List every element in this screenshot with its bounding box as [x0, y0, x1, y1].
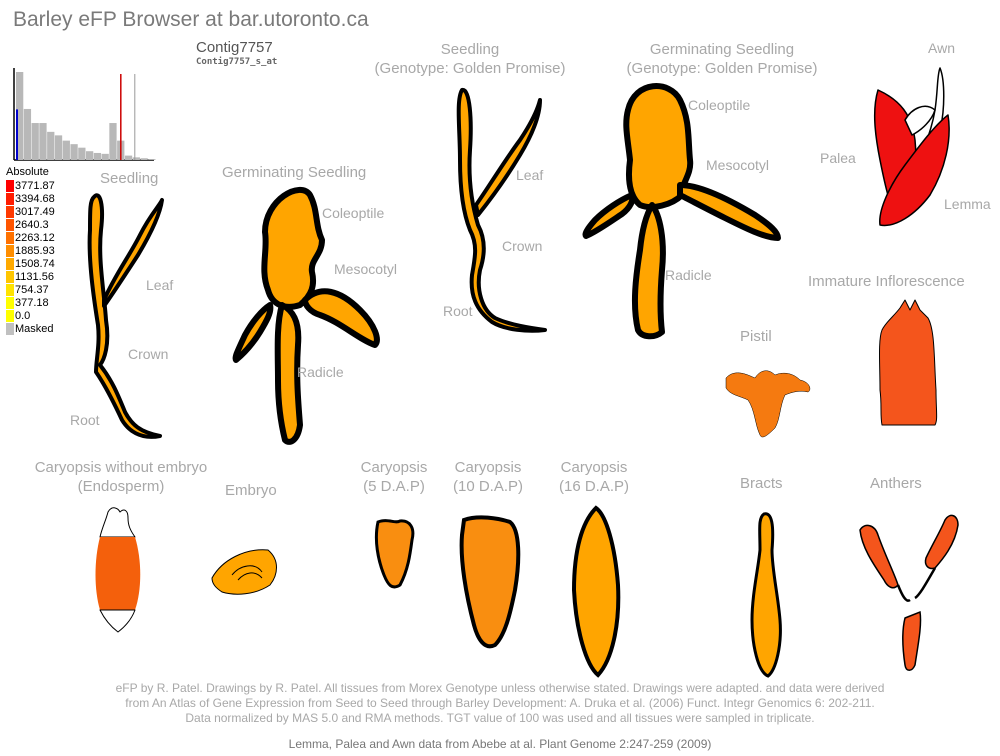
seedling-gp-drawing[interactable]: [459, 90, 545, 331]
footer-citation: Lemma, Palea and Awn data from Abebe at …: [0, 737, 1000, 751]
legend-entry: 3394.68: [6, 192, 62, 205]
legend-swatch: [6, 297, 14, 309]
legend-header: Absolute: [6, 166, 62, 179]
legend-swatch: [6, 258, 14, 270]
header-caryopsis-without-embryo: Caryopsis without embryo (Endosperm): [14, 458, 228, 496]
label-root: Root: [70, 412, 100, 428]
legend-swatch: [6, 323, 14, 335]
germinating-seedling-drawing[interactable]: [235, 190, 376, 442]
legend-swatch: [6, 284, 14, 296]
embryo-drawing[interactable]: [212, 550, 277, 594]
legend-value: 1885.93: [15, 245, 55, 257]
header-caryopsis-16dap: Caryopsis (16 D.A.P): [550, 458, 638, 496]
legend-entry: 0.0: [6, 309, 62, 322]
label-palea: Palea: [820, 150, 856, 166]
legend-swatch: [6, 310, 14, 322]
label-germinating-seedling: Germinating Seedling: [222, 164, 366, 181]
header-seedling-gp: Seedling (Genotype: Golden Promise): [356, 40, 584, 78]
legend-swatch: [6, 206, 14, 218]
caryopsis-endosperm-drawing[interactable]: [96, 508, 141, 632]
legend-entry: 3771.87: [6, 179, 62, 192]
label-mesocotyl-gp: Mesocotyl: [706, 157, 769, 173]
label-crown-gp: Crown: [502, 238, 542, 254]
legend-value: 377.18: [15, 297, 49, 309]
label-mesocotyl: Mesocotyl: [334, 261, 397, 277]
footer-credits: eFP by R. Patel. Drawings by R. Patel. A…: [0, 681, 1000, 726]
caryopsis-16dap-drawing[interactable]: [574, 508, 618, 675]
legend-value: Masked: [15, 323, 54, 335]
legend-entry: 3017.49: [6, 205, 62, 218]
legend-entry: Masked: [6, 322, 62, 335]
label-seedling: Seedling: [100, 170, 158, 187]
legend-value: 3771.87: [15, 180, 55, 192]
legend-swatch: [6, 193, 14, 205]
legend-value: 754.37: [15, 284, 49, 296]
legend-value: 1131.56: [15, 271, 54, 283]
label-bracts: Bracts: [740, 475, 783, 492]
legend-entry: 377.18: [6, 296, 62, 309]
legend-value: 1508.74: [15, 258, 55, 270]
label-pistil: Pistil: [740, 328, 772, 345]
label-coleoptile: Coleoptile: [322, 205, 384, 221]
legend-swatch: [6, 245, 14, 257]
legend-value: 2640.3: [15, 219, 49, 231]
label-embryo: Embryo: [225, 482, 277, 499]
awn-palea-lemma-drawing[interactable]: [875, 68, 949, 225]
header-caryopsis-5dap: Caryopsis (5 D.A.P): [352, 458, 436, 496]
legend-swatch: [6, 180, 14, 192]
legend-entry: 1131.56: [6, 270, 62, 283]
legend-value: 3394.68: [15, 193, 55, 205]
legend-entry: 1508.74: [6, 257, 62, 270]
legend-entry: 1885.93: [6, 244, 62, 257]
pistil-drawing[interactable]: [726, 371, 810, 437]
label-anthers: Anthers: [870, 475, 922, 492]
legend-entry: 754.37: [6, 283, 62, 296]
label-lemma: Lemma: [944, 196, 991, 212]
label-crown: Crown: [128, 346, 168, 362]
germinating-seedling-gp-drawing[interactable]: [585, 86, 778, 336]
caryopsis-5dap-drawing[interactable]: [376, 521, 412, 587]
legend-value: 2263.12: [15, 232, 55, 244]
label-radicle-gp: Radicle: [665, 267, 712, 283]
bracts-drawing[interactable]: [752, 514, 780, 676]
label-leaf-gp: Leaf: [516, 167, 543, 183]
header-caryopsis-10dap: Caryopsis (10 D.A.P): [446, 458, 530, 496]
legend-entry: 2263.12: [6, 231, 62, 244]
legend-entry: 2640.3: [6, 218, 62, 231]
label-awn: Awn: [928, 40, 955, 56]
immature-inflorescence-drawing[interactable]: [880, 300, 937, 425]
label-immature-inflorescence: Immature Inflorescence: [808, 273, 965, 290]
anthers-drawing[interactable]: [860, 515, 958, 670]
legend-swatch: [6, 219, 14, 231]
label-radicle: Radicle: [297, 364, 344, 380]
legend-swatch: [6, 271, 14, 283]
header-germinating-gp: Germinating Seedling (Genotype: Golden P…: [608, 40, 836, 78]
label-leaf: Leaf: [146, 277, 173, 293]
caryopsis-10dap-drawing[interactable]: [462, 517, 519, 646]
legend-swatch: [6, 232, 14, 244]
label-coleoptile-gp: Coleoptile: [688, 97, 750, 113]
legend-value: 3017.49: [15, 206, 55, 218]
seedling-left-drawing[interactable]: [90, 195, 162, 437]
legend-value: 0.0: [15, 310, 30, 322]
label-root-gp: Root: [443, 303, 473, 319]
